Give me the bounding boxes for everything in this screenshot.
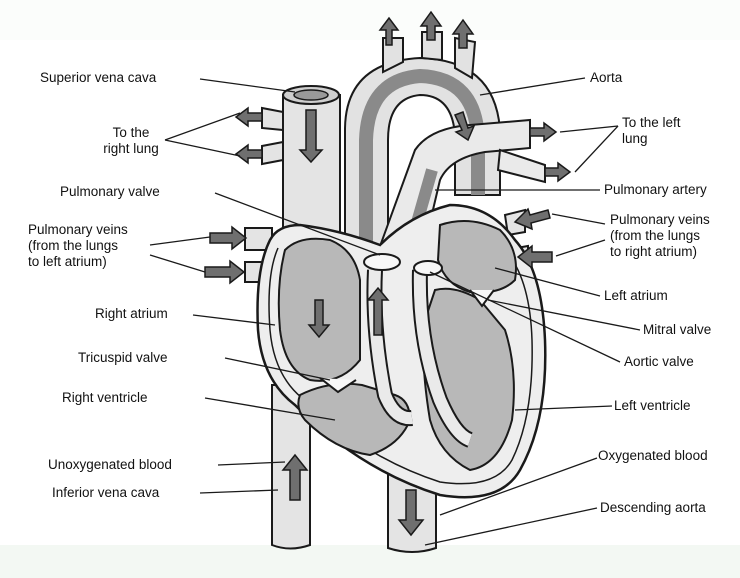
label-pulmonary-veins-right-line3: to right atrium) bbox=[610, 244, 710, 260]
label-left-atrium: Left atrium bbox=[604, 288, 668, 304]
label-unoxygenated-blood: Unoxygenated blood bbox=[48, 457, 172, 473]
label-descending-aorta: Descending aorta bbox=[600, 500, 706, 516]
label-to-right-lung-line1: To the bbox=[96, 125, 166, 141]
label-pulmonary-veins-right-line2: (from the lungs bbox=[610, 228, 710, 244]
label-superior-vena-cava: Superior vena cava bbox=[40, 70, 156, 86]
label-pulmonary-veins-left: Pulmonary veins (from the lungs to left … bbox=[28, 222, 128, 270]
label-oxygenated-blood: Oxygenated blood bbox=[598, 448, 708, 464]
label-inferior-vena-cava: Inferior vena cava bbox=[52, 485, 159, 501]
label-to-right-lung-line2: right lung bbox=[96, 141, 166, 157]
label-to-left-lung: To the left lung bbox=[622, 115, 681, 147]
label-pulmonary-veins-right-line1: Pulmonary veins bbox=[610, 212, 710, 228]
label-left-ventricle: Left ventricle bbox=[614, 398, 691, 414]
label-pulmonary-veins-left-line1: Pulmonary veins bbox=[28, 222, 128, 238]
label-to-left-lung-line1: To the left bbox=[622, 115, 681, 131]
aortic-valve bbox=[414, 261, 442, 275]
label-right-atrium: Right atrium bbox=[95, 306, 168, 322]
label-pulmonary-artery: Pulmonary artery bbox=[604, 182, 707, 198]
label-pulmonary-veins-left-line3: to left atrium) bbox=[28, 254, 128, 270]
label-aorta: Aorta bbox=[590, 70, 622, 86]
label-tricuspid-valve: Tricuspid valve bbox=[78, 350, 168, 366]
label-pulmonary-veins-left-line2: (from the lungs bbox=[28, 238, 128, 254]
label-mitral-valve: Mitral valve bbox=[643, 322, 711, 338]
pulmonary-valve bbox=[364, 254, 400, 270]
label-to-right-lung: To the right lung bbox=[96, 125, 166, 157]
label-pulmonary-veins-right: Pulmonary veins (from the lungs to right… bbox=[610, 212, 710, 260]
label-right-ventricle: Right ventricle bbox=[62, 390, 148, 406]
right-pulmonary-branches bbox=[262, 108, 283, 164]
label-aortic-valve: Aortic valve bbox=[624, 354, 694, 370]
label-to-left-lung-line2: lung bbox=[622, 131, 681, 147]
label-pulmonary-valve: Pulmonary valve bbox=[60, 184, 160, 200]
